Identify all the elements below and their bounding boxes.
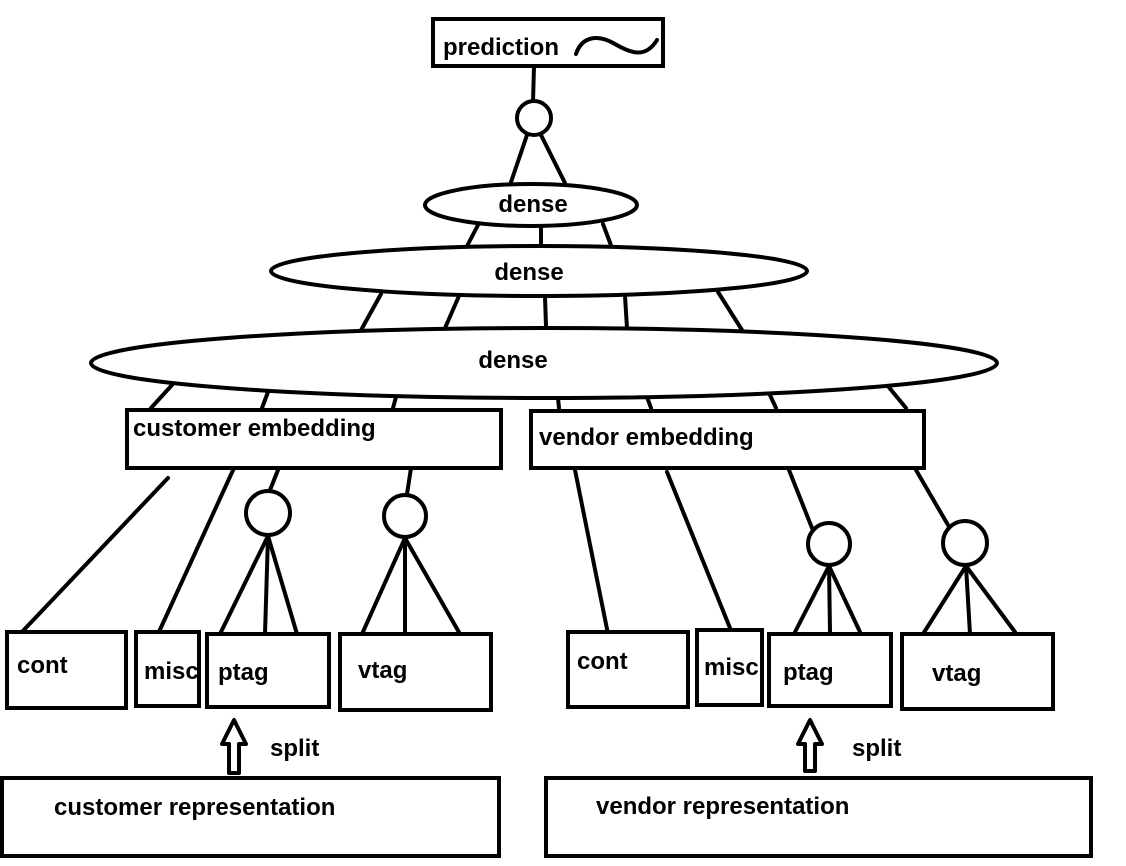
vendor-ptag-box — [767, 632, 893, 708]
circle-node-icon — [806, 521, 852, 567]
edge-dense2-dense3-e — [716, 290, 744, 332]
vendor-misc-label: misc — [704, 654, 759, 681]
dense-layer-mid: dense — [269, 244, 809, 298]
edge-cust-vtag-circle — [405, 466, 413, 496]
vendor-representation: vendor representation — [544, 776, 1093, 858]
vendor-inputs: cont misc ptag vtag — [566, 628, 1055, 711]
edge-cust-cont — [18, 476, 170, 636]
dense-bottom-label: dense — [478, 347, 547, 374]
edge-dense2-dense3-c — [543, 295, 548, 328]
vendor-embedding-box — [529, 409, 926, 470]
edge-vend-vtag-fan-b — [964, 564, 972, 636]
customer-misc-label: misc — [144, 658, 199, 685]
dense-top-ellipse — [423, 182, 639, 228]
customer-vtag-box — [338, 632, 493, 712]
vendor-cont-box — [566, 630, 690, 709]
edge-vend-ptag-fan-c — [827, 564, 862, 634]
customer-vtag-label: vtag — [358, 657, 407, 684]
dense-layer-top: dense — [423, 182, 639, 228]
edge-vend-ptag-fan-a — [793, 564, 831, 634]
edge-dense2-dense3-b — [443, 294, 461, 330]
customer-embedding: customer embedding — [125, 408, 503, 470]
sigmoid-curve-icon — [574, 36, 659, 56]
vendor-ptag-label: ptag — [783, 659, 834, 686]
customer-cont-box — [5, 630, 128, 710]
dense-mid-ellipse — [269, 244, 809, 298]
circle-node-icon — [941, 519, 989, 567]
edge-cust-vtag-fan-a — [360, 536, 407, 636]
dense-top-label: dense — [498, 191, 567, 218]
customer-ptag-label: ptag — [218, 659, 269, 686]
edge-cust-ptag-fan-c — [266, 534, 299, 636]
customer-cont-label: cont — [17, 652, 68, 679]
vendor-misc-box — [695, 628, 764, 707]
customer-embedding-box — [125, 408, 503, 470]
prediction-box — [431, 17, 665, 68]
edge-cust-vtag-fan-c — [403, 536, 462, 636]
up-arrow-icon — [220, 718, 248, 775]
prediction-node: prediction — [431, 17, 665, 68]
edge-circle-dense-top-left — [508, 133, 529, 187]
connections — [18, 64, 1017, 636]
edge-vend-vtag-fan-a — [921, 564, 968, 636]
customer-embedding-label: customer embedding — [133, 415, 376, 442]
vendor-cont-label: cont — [577, 648, 628, 675]
edge-vend-vtag-fan-c — [964, 564, 1017, 634]
edge-cust-misc — [156, 466, 236, 636]
customer-representation-box — [0, 776, 501, 858]
vendor-representation-box — [544, 776, 1093, 858]
edge-cust-ptag-fan-a — [218, 534, 270, 636]
prediction-label: prediction — [443, 34, 559, 61]
edge-vend-ptag-circle — [787, 468, 814, 530]
edge-circle-dense-top-right — [539, 133, 567, 185]
edge-vend-misc — [665, 470, 732, 630]
edge-prediction-circle — [531, 64, 536, 104]
customer-split-label: split — [270, 735, 319, 762]
vendor-split-label: split — [852, 735, 901, 762]
vendor-vtag-label: vtag — [932, 660, 981, 687]
edge-dense1-dense2-c — [601, 222, 614, 250]
up-arrow-icon — [796, 718, 824, 773]
edge-dense3-vend-c — [767, 391, 778, 410]
edge-cust-ptag-fan-b — [263, 534, 270, 636]
edge-dense3-cust-b — [260, 390, 270, 410]
edge-dense3-vend-d — [885, 383, 908, 410]
customer-misc-box — [134, 630, 201, 708]
customer-split: split — [220, 718, 319, 775]
edge-dense3-cust-c — [391, 395, 398, 410]
dense-layer-bottom: dense — [89, 326, 999, 400]
customer-representation: customer representation — [0, 776, 501, 858]
customer-inputs: cont misc ptag vtag — [5, 630, 493, 712]
edge-dense2-dense3-d — [623, 294, 629, 330]
customer-ptag-box — [205, 632, 331, 709]
circle-node-icon — [382, 493, 428, 539]
vendor-embedding: vendor embedding — [529, 409, 926, 470]
vendor-split: split — [796, 718, 901, 773]
edge-vend-vtag-circle — [914, 468, 950, 527]
edge-dense2-dense3-a — [358, 292, 383, 334]
edge-dense1-dense2-a — [464, 223, 480, 250]
vendor-vtag-box — [900, 632, 1055, 711]
vendor-representation-label: vendor representation — [596, 793, 849, 820]
dense-mid-label: dense — [494, 259, 563, 286]
edge-vend-ptag-fan-b — [827, 564, 832, 634]
customer-representation-label: customer representation — [54, 794, 335, 821]
edge-dense3-cust-a — [149, 383, 174, 410]
edge-cust-ptag-circle — [268, 468, 280, 492]
dense-bottom-ellipse — [89, 326, 999, 400]
vendor-embedding-label: vendor embedding — [539, 424, 754, 451]
circle-node-icon — [244, 489, 292, 537]
circle-node-icon — [515, 99, 553, 137]
edge-vend-cont — [573, 468, 610, 636]
